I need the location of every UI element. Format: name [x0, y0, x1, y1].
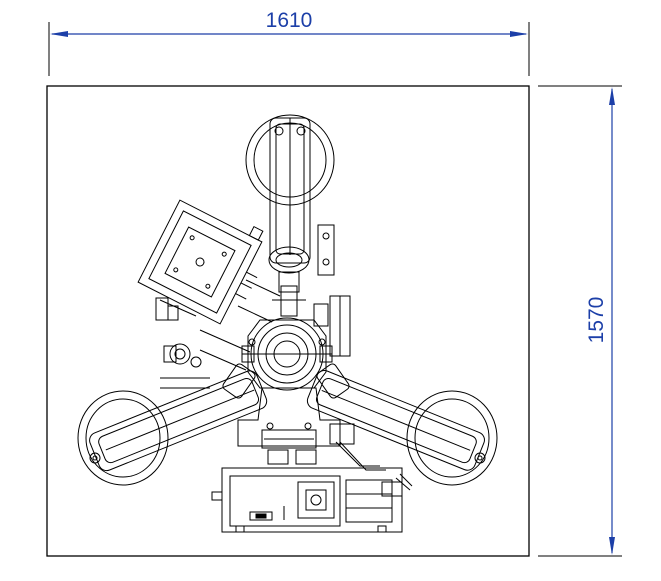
outer-frame: [46, 85, 530, 557]
width-arrow-right: [510, 31, 528, 37]
frame-linkage: [155, 279, 281, 371]
control-box: [137, 199, 264, 325]
height-dimension: 1570: [538, 85, 622, 557]
width-label: 1610: [266, 9, 313, 32]
height-arrow-top: [609, 87, 615, 105]
top-arm-joint: [268, 224, 335, 317]
right-suction-pad: [306, 370, 498, 486]
vacuum-lifter-top-view: [77, 114, 498, 533]
height-arrow-bottom: [609, 537, 615, 555]
electrical-box: [211, 467, 413, 533]
width-dimension: 1610: [48, 9, 530, 76]
hub-cylinders: [222, 295, 351, 399]
left-suction-pad: [77, 370, 268, 486]
lower-chassis: [237, 387, 386, 471]
width-arrow-left: [50, 31, 68, 37]
height-label: 1570: [585, 297, 608, 344]
valve-cluster: [160, 343, 210, 389]
top-suction-pad: [245, 114, 335, 264]
